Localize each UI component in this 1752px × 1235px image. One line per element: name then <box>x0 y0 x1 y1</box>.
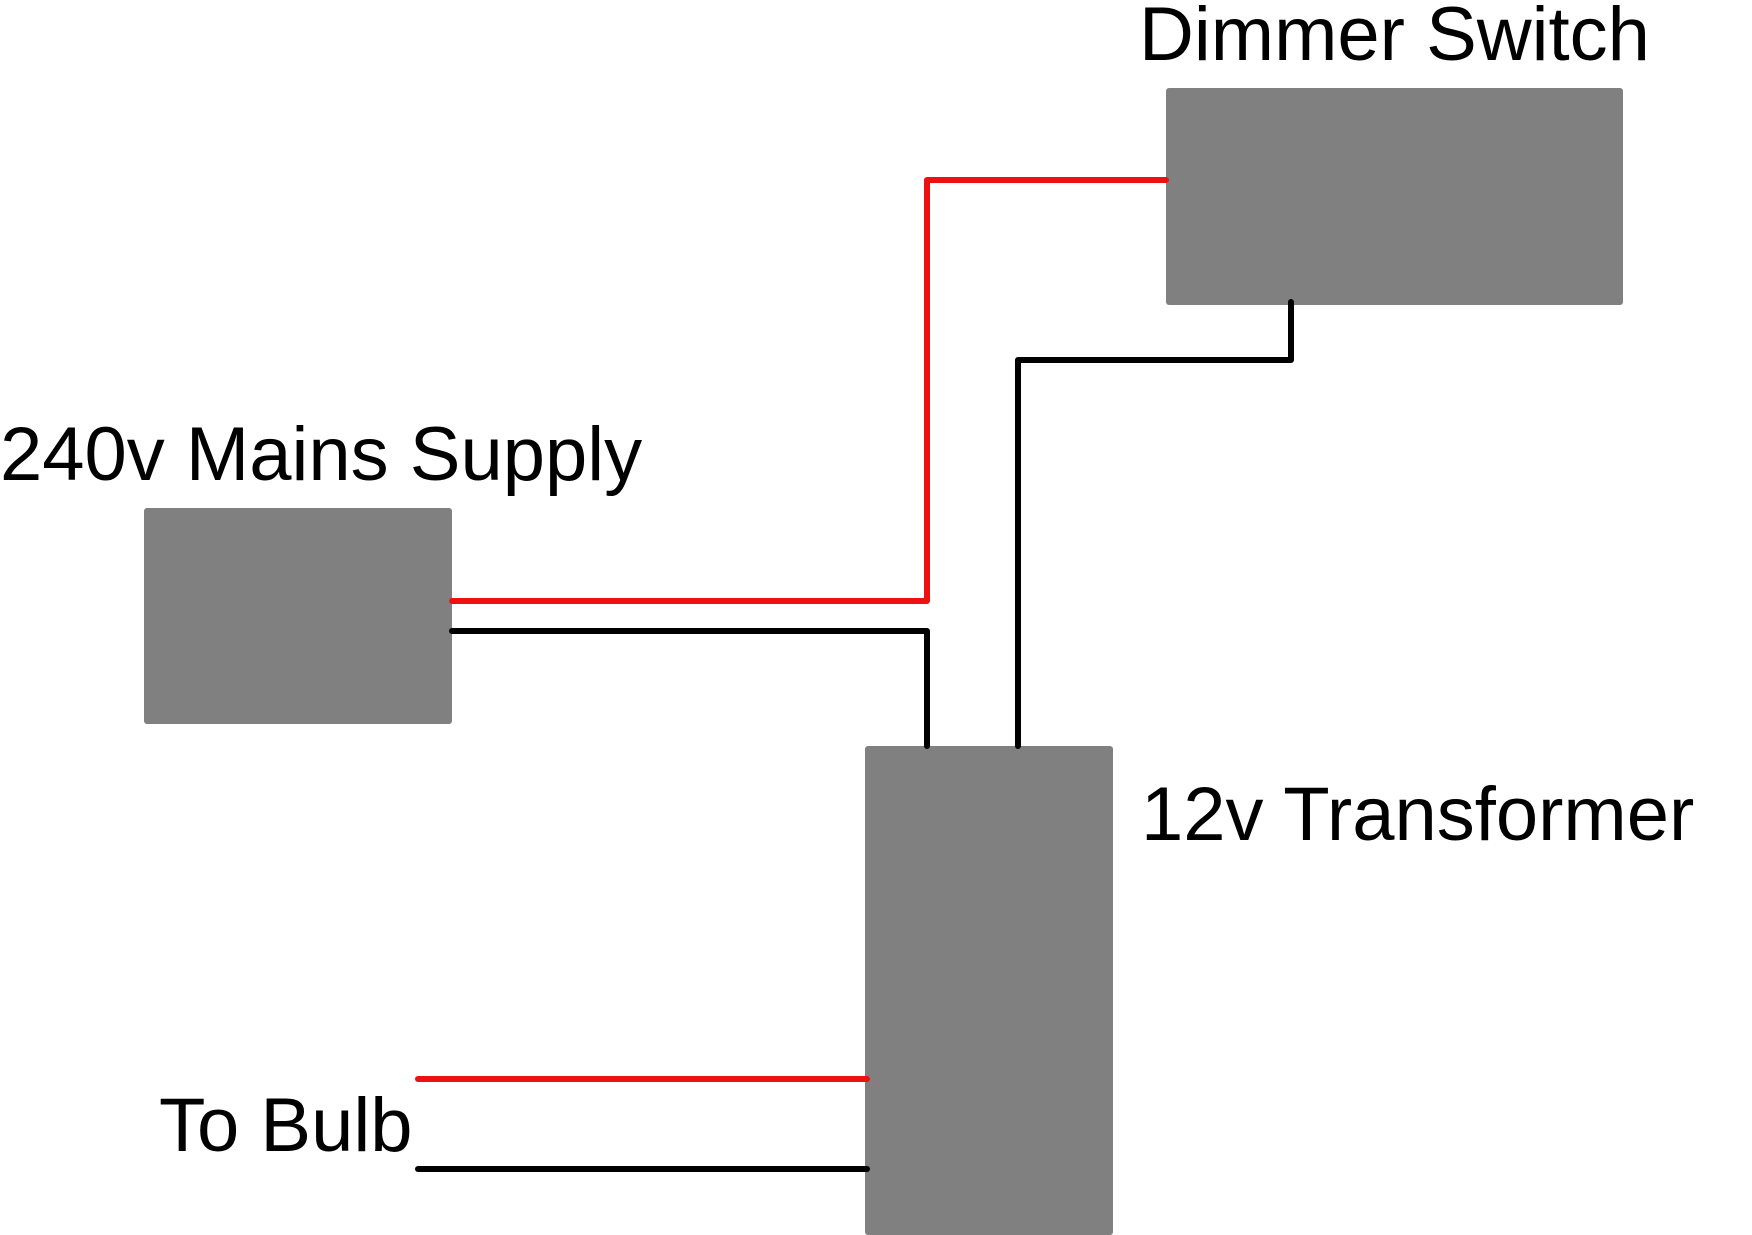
dimmer-switch-box <box>1166 88 1623 305</box>
bulb-label: To Bulb <box>159 1083 413 1168</box>
live-wire-mains-to-dimmer <box>449 177 1169 604</box>
dimmer-switch-label: Dimmer Switch <box>1139 0 1650 77</box>
neutral-wire-mains-to-transformer <box>449 628 930 749</box>
mains-supply-label: 240v Mains Supply <box>0 412 642 497</box>
transformer-label: 12v Transformer <box>1141 772 1694 857</box>
mains-supply-box <box>144 508 452 724</box>
transformer-box <box>865 746 1113 1235</box>
wire-dimmer-to-transformer <box>1015 299 1294 749</box>
